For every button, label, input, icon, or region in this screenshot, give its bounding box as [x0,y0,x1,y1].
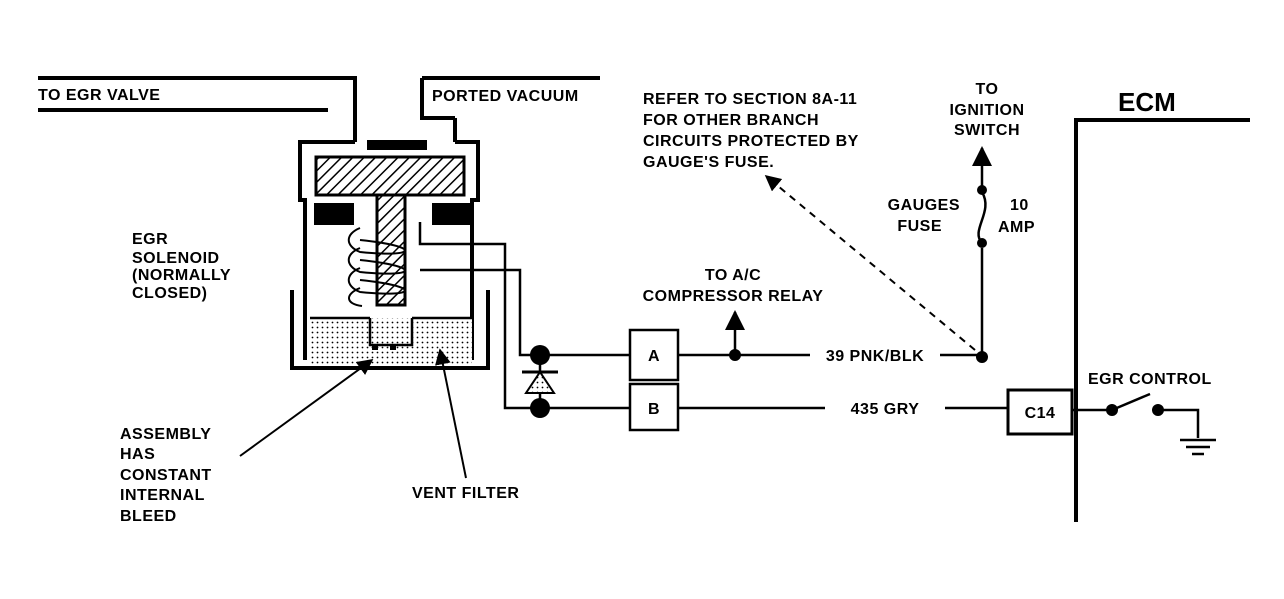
label-fuse-rating: 10 AMP [998,197,1035,236]
label-wire-b: 435 GRY [851,401,920,418]
label-gauges-fuse: GAUGES FUSE [888,197,960,235]
egr-solenoid-body [290,140,490,370]
label-ecm: ECM [1118,87,1176,117]
label-to-ignition-switch: TO IGNITION SWITCH [949,81,1024,139]
svg-text:FUSE: FUSE [897,218,942,235]
magnet-right [432,203,472,225]
svg-text:CLOSED): CLOSED) [132,285,208,302]
egr-control-switch [1111,392,1151,412]
svg-text:EGR: EGR [132,231,168,248]
svg-text:REFER TO SECTION 8A-11: REFER TO SECTION 8A-11 [643,91,857,108]
label-vent-filter: VENT FILTER [412,485,519,502]
label-to-egr-valve: TO EGR VALVE [38,87,160,104]
svg-text:FOR OTHER BRANCH: FOR OTHER BRANCH [643,112,819,129]
svg-text:10: 10 [1010,197,1029,214]
svg-text:TO: TO [976,81,999,98]
svg-text:BLEED: BLEED [120,508,177,525]
ground-wire [1158,408,1200,438]
svg-text:CONSTANT: CONSTANT [120,467,212,484]
svg-text:GAUGE'S FUSE.: GAUGE'S FUSE. [643,154,774,171]
vent-filter-media [310,318,472,366]
label-terminal-b: B [648,401,660,418]
svg-text:ASSEMBLY: ASSEMBLY [120,426,211,443]
svg-text:SOLENOID: SOLENOID [132,250,220,267]
label-to-ac-relay: TO A/C COMPRESSOR RELAY [643,267,824,305]
label-egr-solenoid: EGR SOLENOID (NORMALLY CLOSED) [132,231,231,302]
plunger [375,193,407,307]
svg-text:AMP: AMP [998,219,1035,236]
vent-filter-pointer [435,348,467,479]
label-ported-vacuum: PORTED VACUUM [432,88,579,105]
diaphragm-seal [367,140,427,150]
solenoid-coil [347,227,406,307]
label-wire-a: 39 PNK/BLK [826,348,924,365]
vacuum-tube-to-egr [38,76,357,142]
label-refer-note: REFER TO SECTION 8A-11 FOR OTHER BRANCH … [643,91,859,171]
magnet-left [314,203,354,225]
coil-lead-a [420,268,535,357]
svg-text:HAS: HAS [120,446,155,463]
svg-text:IGNITION: IGNITION [949,102,1024,119]
svg-text:(NORMALLY: (NORMALLY [132,267,231,284]
label-terminal-a: A [648,348,660,365]
terminal-a-box [628,328,680,382]
svg-text:INTERNAL: INTERNAL [120,487,205,504]
svg-text:SWITCH: SWITCH [954,122,1020,139]
svg-text:TO A/C: TO A/C [705,267,761,284]
diaphragm-plate [314,155,466,197]
vacuum-tube-ported [420,76,600,142]
label-egr-control: EGR CONTROL [1088,371,1212,388]
svg-text:COMPRESSOR RELAY: COMPRESSOR RELAY [643,288,824,305]
svg-text:GAUGES: GAUGES [888,197,960,214]
gauges-fuse-symbol [977,191,987,244]
assembly-note-pointer [239,359,374,457]
ground-icon [1180,438,1216,456]
refer-note-pointer [764,174,976,351]
svg-text:CIRCUITS PROTECTED BY: CIRCUITS PROTECTED BY [643,133,859,150]
label-assembly-bleed: ASSEMBLY HAS CONSTANT INTERNAL BLEED [120,426,212,525]
label-connector-c14: C14 [1025,405,1056,422]
coil-lead-b [418,222,535,410]
connector-c14-box [1006,388,1074,436]
ecm-boundary [1074,118,1250,522]
